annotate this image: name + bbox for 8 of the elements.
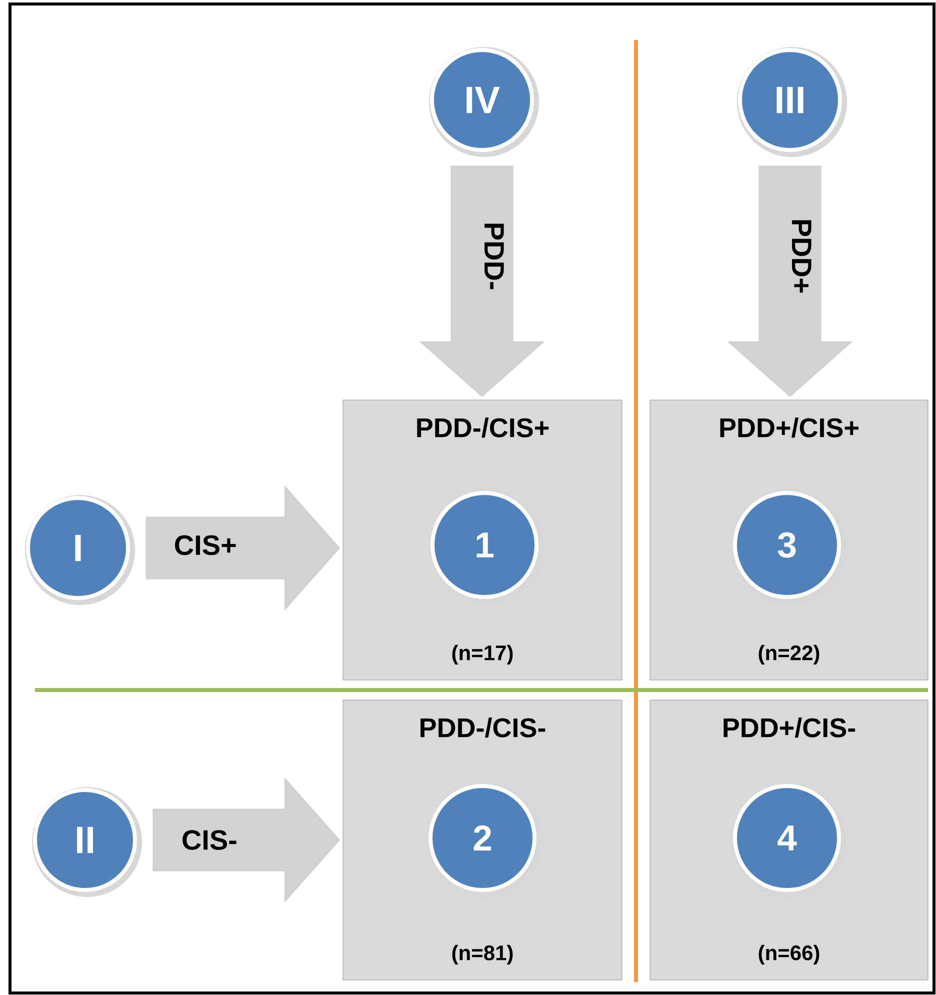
block-arrow	[146, 486, 340, 610]
edge-label: PDD+	[792, 220, 812, 293]
edge-label: CIS-	[182, 830, 236, 850]
block-arrow	[728, 166, 852, 397]
block-arrow	[152, 778, 340, 902]
edge-label: PDD-	[484, 224, 504, 290]
block-arrow	[420, 166, 544, 397]
edge-label: CIS+	[175, 535, 236, 556]
